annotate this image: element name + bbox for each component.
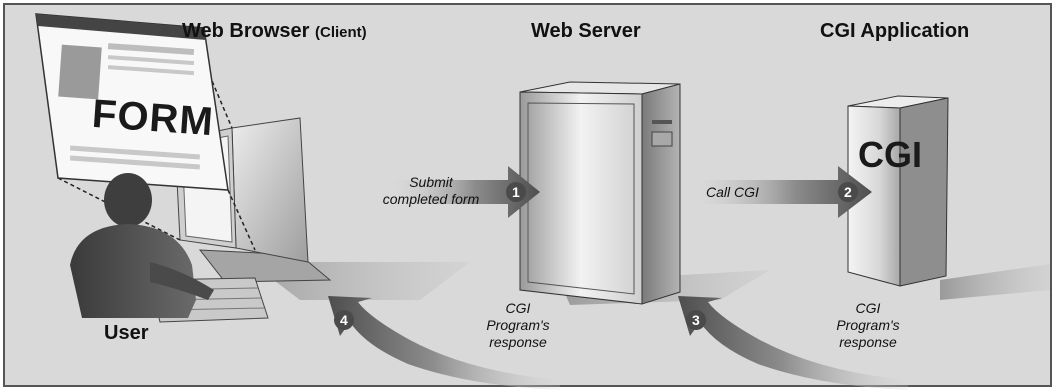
arrow-4-label-line3: response <box>489 334 547 350</box>
browser-window <box>35 13 229 191</box>
arrow-3-number: 3 <box>692 312 700 328</box>
arrow-3-label: CGI Program's response <box>826 300 910 351</box>
arrow-3-label-line3: response <box>839 334 897 350</box>
arrow-4-label: CGI Program's response <box>476 300 560 351</box>
cgi-box-label: CGI <box>858 134 923 175</box>
arrow-1-label: Submit completed form <box>372 174 490 208</box>
user-figure <box>70 173 214 318</box>
arrow-2-label: Call CGI <box>706 184 759 200</box>
arrow-1-number: 1 <box>512 184 520 200</box>
arrow-4 <box>328 296 560 390</box>
arrow-1-badge <box>506 182 526 202</box>
arrow-1-label-line2: completed form <box>382 191 480 207</box>
arrow-2-number: 2 <box>844 184 852 200</box>
form-label: FORM <box>90 91 216 145</box>
arrow-4-label-line2: Program's <box>486 317 550 333</box>
arrow-3 <box>678 296 908 390</box>
arrow-3-label-line1: CGI <box>855 300 881 316</box>
arrow-4-number: 4 <box>340 312 348 328</box>
arrow-3-label-line2: Program's <box>836 317 900 333</box>
title-web-browser-main: Web Browser <box>182 20 310 42</box>
cgi-application-box <box>847 95 1050 300</box>
title-cgi-application: CGI Application <box>820 20 970 42</box>
arrow-1-label-line1: Submit <box>409 174 453 190</box>
title-web-server: Web Server <box>531 20 641 42</box>
arrow-4-badge <box>334 310 354 330</box>
title-web-browser: Web Browser (Client) <box>182 20 367 43</box>
arrow-4-label-line1: CGI <box>505 300 531 316</box>
title-web-browser-sub: (Client) <box>315 24 367 41</box>
arrow-1 <box>395 166 540 218</box>
arrow-2 <box>700 166 872 218</box>
web-server-box <box>519 81 770 305</box>
arrow-3-badge <box>686 310 706 330</box>
arrow-2-badge <box>838 182 858 202</box>
user-label: User <box>104 322 149 344</box>
